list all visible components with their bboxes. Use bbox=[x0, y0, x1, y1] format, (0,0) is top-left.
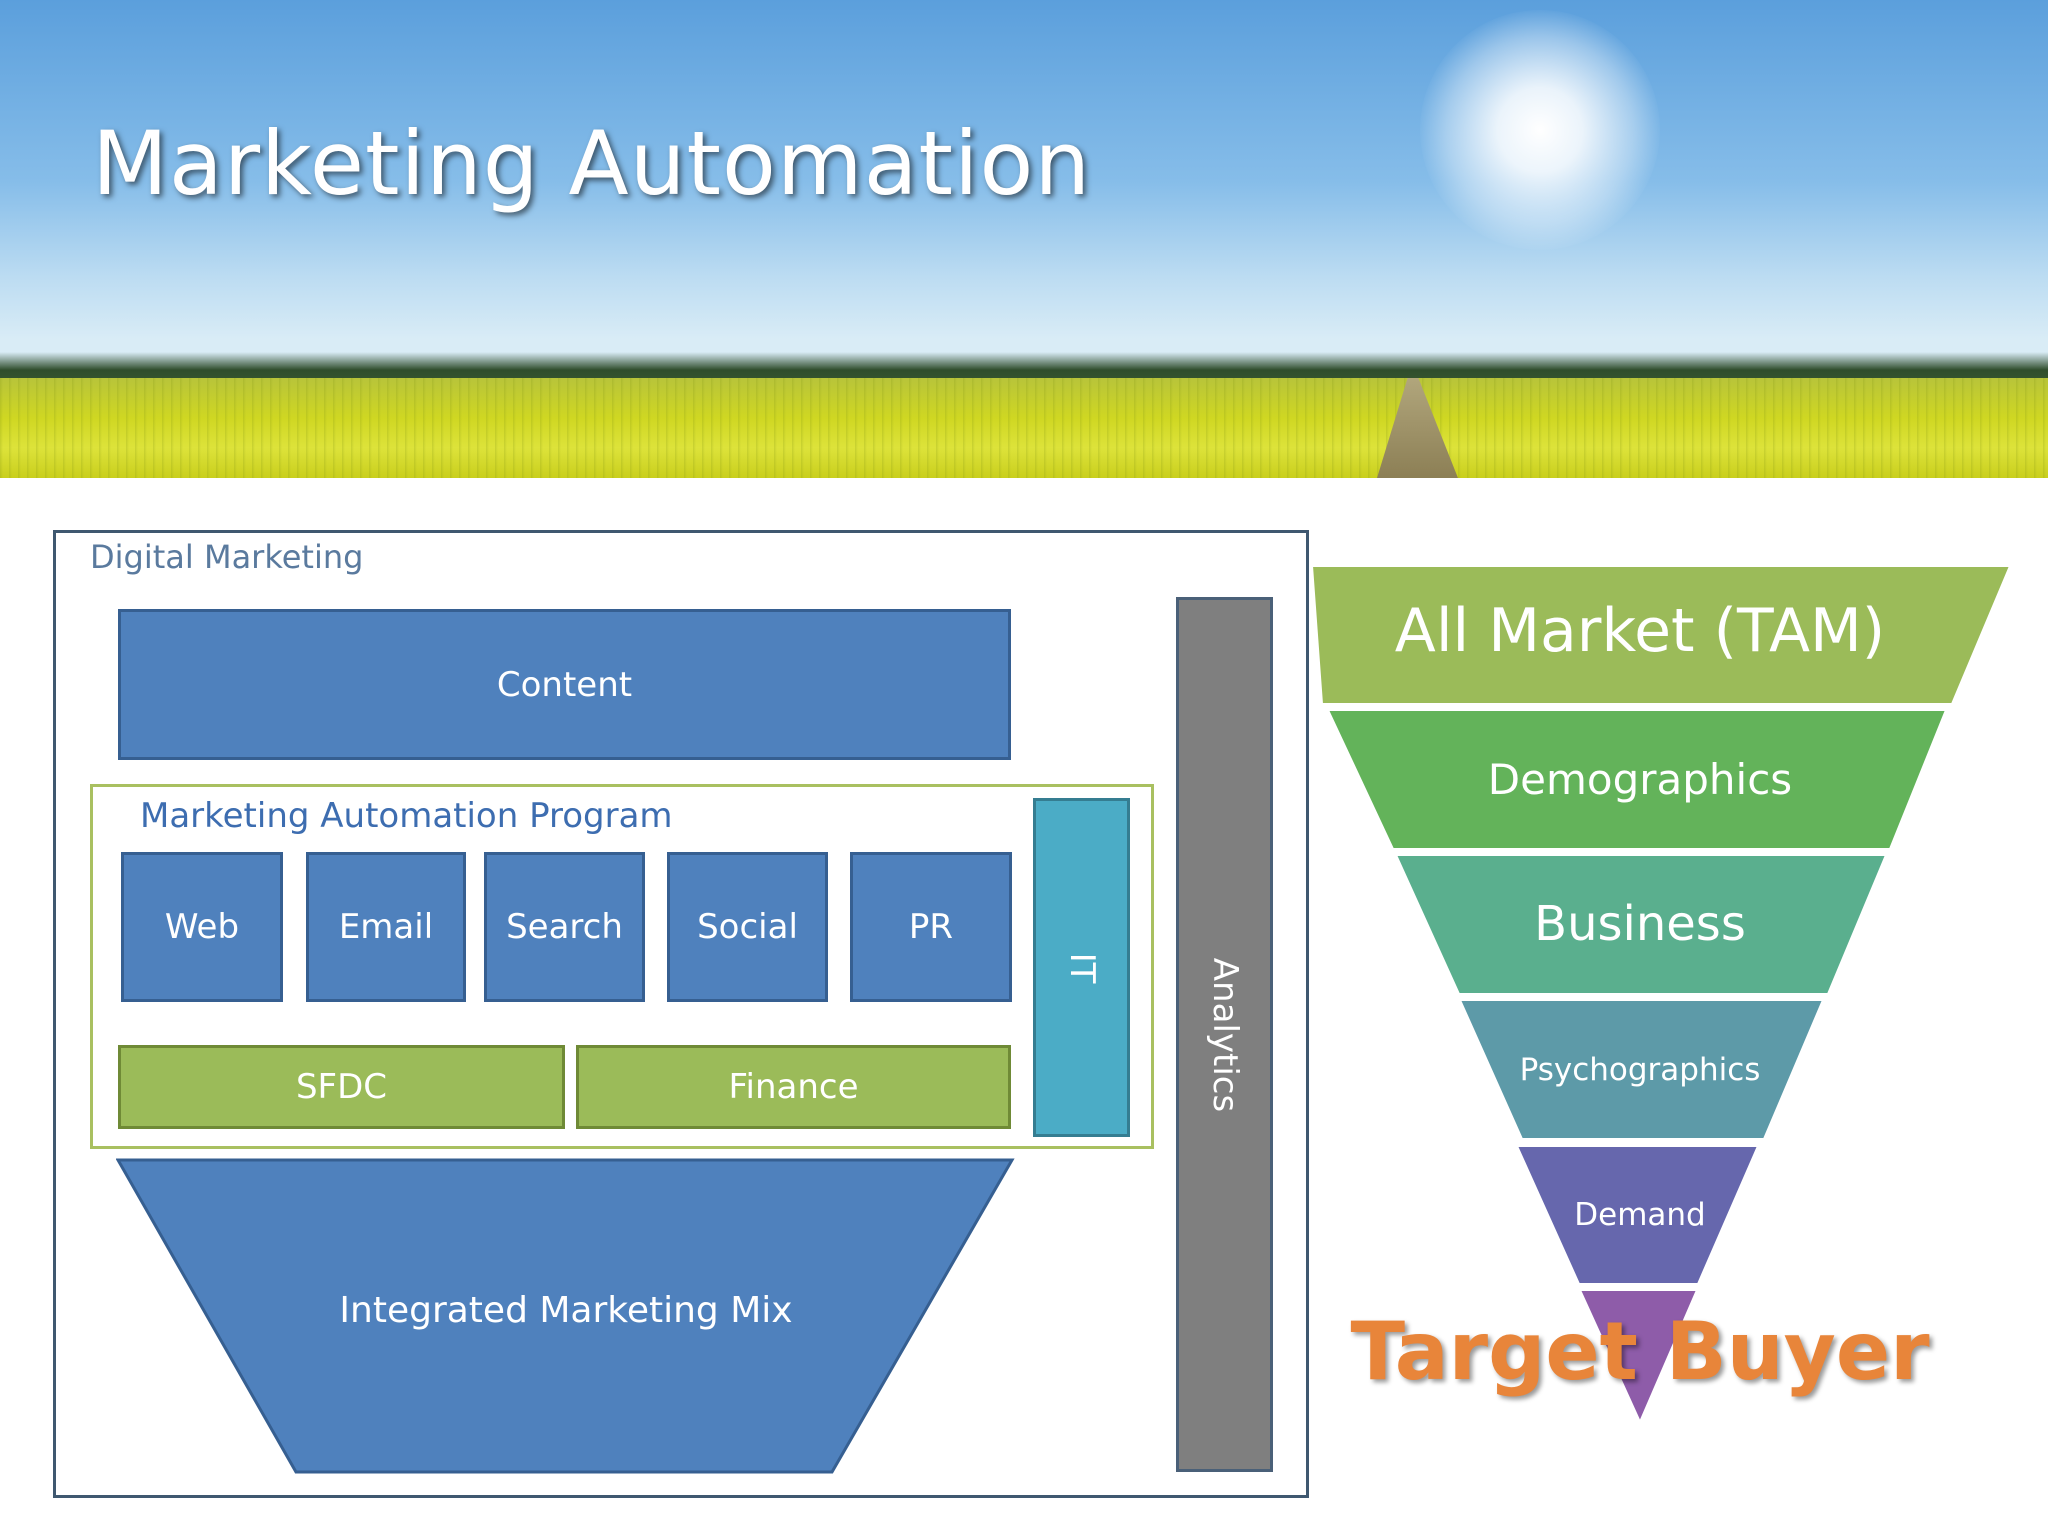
funnel-label-demand: Demand bbox=[1574, 1197, 1706, 1233]
funnel-label-business: Business bbox=[1534, 896, 1746, 952]
finance-box: Finance bbox=[576, 1045, 1011, 1129]
funnel-tier-demand bbox=[1515, 1145, 1760, 1285]
channel-search: Search bbox=[484, 852, 645, 1002]
integrated-marketing-mix-label: Integrated Marketing Mix bbox=[339, 1290, 793, 1331]
funnel-tier-target-tip bbox=[1578, 1289, 1699, 1425]
sun-glow bbox=[1420, 10, 1660, 250]
target-buyer-label: Target Buyer bbox=[1350, 1305, 1930, 1398]
funnel-tier-demographics bbox=[1326, 709, 1948, 850]
sfdc-box: SFDC bbox=[118, 1045, 565, 1129]
channel-pr: PR bbox=[850, 852, 1012, 1002]
integrated-marketing-mix-shape bbox=[116, 1158, 1015, 1474]
analytics-bar: Analytics bbox=[1176, 597, 1273, 1472]
content-box: Content bbox=[118, 609, 1011, 760]
channel-social: Social bbox=[667, 852, 828, 1002]
it-bar: IT bbox=[1033, 798, 1130, 1137]
market-funnel bbox=[1310, 565, 2010, 1425]
analytics-label: Analytics bbox=[1204, 957, 1245, 1112]
channel-email: Email bbox=[306, 852, 466, 1002]
it-label: IT bbox=[1061, 952, 1102, 983]
slide-title: Marketing Automation bbox=[92, 112, 1092, 215]
rapeseed-field bbox=[0, 378, 2048, 478]
channel-web: Web bbox=[121, 852, 283, 1002]
funnel-label-psychographics: Psychographics bbox=[1519, 1052, 1761, 1088]
digital-marketing-label: Digital Marketing bbox=[90, 538, 364, 576]
marketing-automation-program-label: Marketing Automation Program bbox=[140, 796, 673, 836]
funnel-tier-all-market bbox=[1310, 565, 2010, 705]
funnel-label-all-market: All Market (TAM) bbox=[1394, 596, 1886, 666]
funnel-label-demographics: Demographics bbox=[1487, 755, 1793, 804]
marketing-automation-program-frame bbox=[90, 784, 1154, 1149]
funnel-tier-business bbox=[1394, 854, 1888, 995]
funnel-tier-psychographics bbox=[1458, 999, 1825, 1140]
header-banner: Marketing Automation bbox=[0, 0, 2048, 478]
